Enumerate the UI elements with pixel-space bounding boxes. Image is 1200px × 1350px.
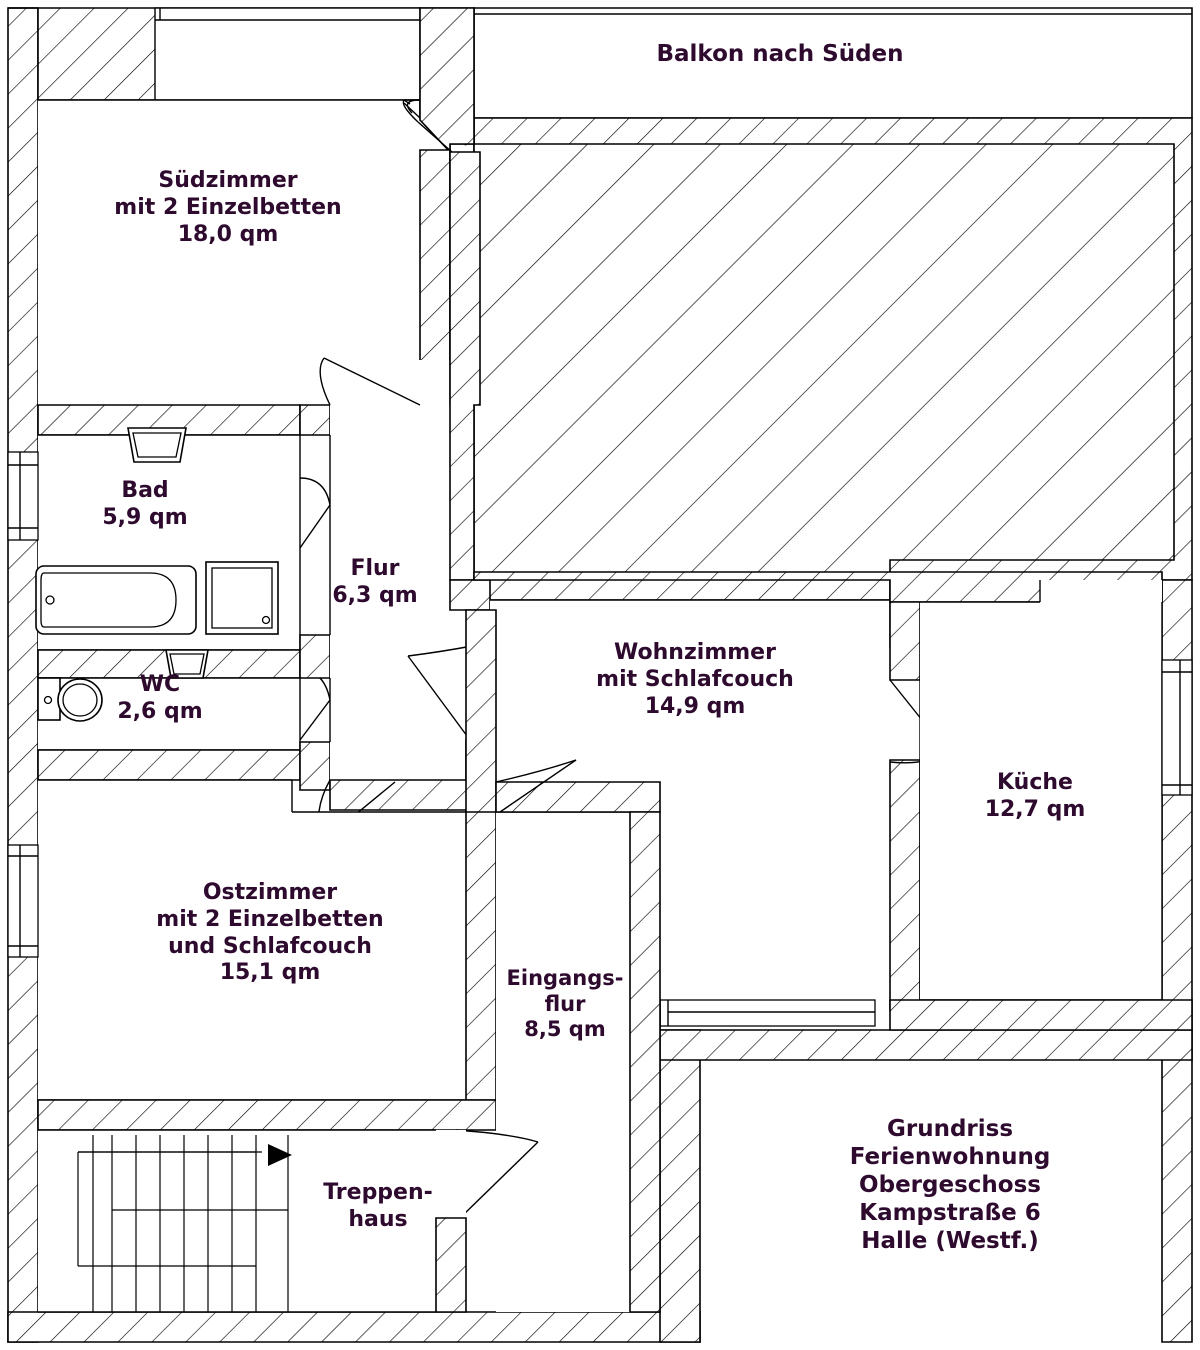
wall-outer-bottom (7, 1029, 1193, 1343)
fixture-shower (205, 561, 279, 635)
wall-bathrooms-right (299, 404, 331, 791)
fixture-toilet (37, 677, 103, 722)
fixture-sink-bad (127, 427, 187, 463)
wall-eingangsflur-top (495, 781, 661, 813)
wall-wohnzimmer-kueche (889, 601, 921, 1011)
window-suedzimmer-top (154, 7, 421, 101)
door-treppenhaus-eingangsflur (455, 1129, 539, 1219)
wall-eingangsflur-right (629, 811, 661, 1313)
room-suedzimmer (38, 99, 450, 405)
window-ostzimmer-left (7, 844, 39, 958)
door-wc-flur (299, 669, 331, 741)
fixture-sink-wc (165, 649, 209, 679)
wall-below-wc (37, 749, 301, 781)
door-suedzimmer-flur (319, 357, 421, 406)
balcony-outline (473, 7, 1193, 119)
doorswing-balcony (402, 99, 453, 153)
staircase (38, 1135, 292, 1312)
door-bad-flur (299, 477, 331, 549)
wall-below-kueche (889, 999, 1193, 1031)
room-ostzimmer (38, 779, 466, 1101)
wall-treppenhaus-right (435, 1217, 467, 1313)
window-kueche-right (1161, 659, 1193, 796)
fixture-bathtub (35, 565, 197, 635)
wall-below-ostzimmer (37, 1099, 497, 1131)
room-kueche (920, 580, 1163, 1001)
wall-outer-left (7, 7, 39, 1343)
wall-treppenhaus-outline (38, 1129, 436, 1313)
window-bad-left (7, 451, 39, 541)
area-outside-apartment (473, 117, 1193, 601)
window-wohnzimmer-south (659, 999, 876, 1027)
door-eingangsflur-wohnzimmer (495, 759, 577, 813)
wall-angled-suedzimmer (419, 7, 475, 155)
wall-ostzimmer-right (465, 811, 497, 1101)
